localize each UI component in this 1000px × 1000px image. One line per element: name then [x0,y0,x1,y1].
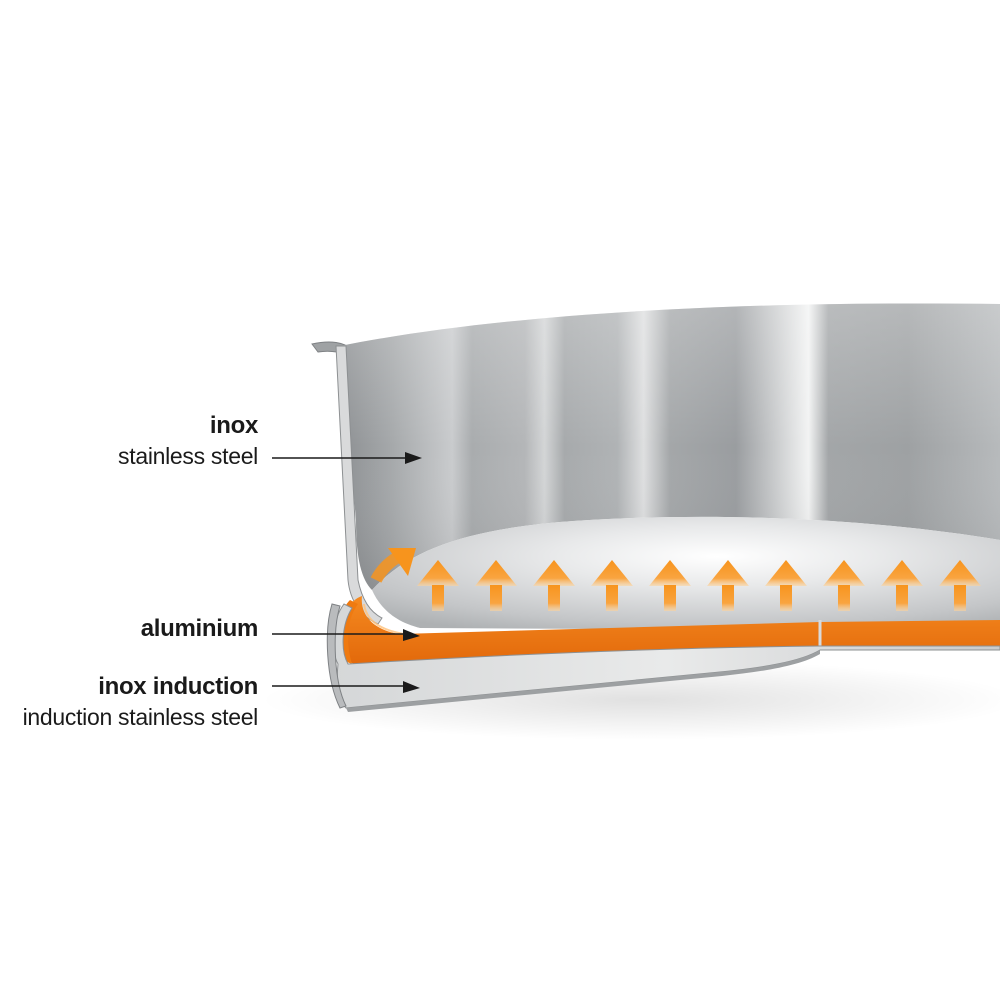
pointer-inox-induction [272,681,420,693]
label-inox-induction-subtitle: induction stainless steel [22,704,259,730]
up-arrow-icon [823,560,865,611]
pointer-arrow-icon [403,629,420,641]
induction-base-underside [346,650,820,712]
label-inox-subtitle: stainless steel [118,443,258,469]
label-aluminium-title: aluminium [140,615,259,642]
label-inox-induction: inox induction induction stainless steel [22,672,259,732]
up-arrow-icon [939,560,981,611]
up-arrow-icon [475,560,517,611]
wall-cross-section [335,345,383,625]
heat-arrows-group [417,560,981,611]
label-inox-induction-title: inox induction [98,673,258,700]
pointer-inox [272,452,422,464]
aluminium-layer [341,596,1000,666]
up-arrow-icon [591,560,633,611]
up-arrow-icon [881,560,923,611]
label-aluminium: aluminium [140,614,259,644]
up-arrow-icon [649,560,691,611]
label-inox: inox stainless steel [118,411,258,471]
pointer-arrow-icon [403,681,420,693]
pointer-arrow-icon [405,452,422,464]
outer-bottom-rim [326,603,347,709]
pan-inner-wall-shade [340,303,1000,590]
up-arrow-icon [533,560,575,611]
aluminium-layer-highlight [363,603,405,635]
diagonal-heat-arrow-icon [370,548,416,583]
up-arrow-icon [707,560,749,611]
label-inox-title: inox [209,412,258,439]
up-arrow-icon [417,560,459,611]
induction-base-layer [332,603,1000,709]
pointer-aluminium [272,629,420,641]
up-arrow-icon [765,560,807,611]
